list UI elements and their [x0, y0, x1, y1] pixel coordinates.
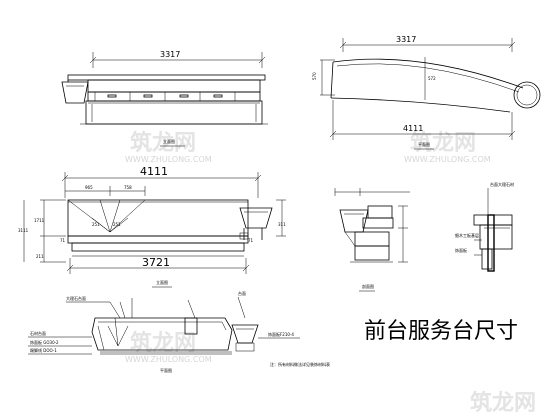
front-small-dimension: 211	[36, 254, 44, 259]
bottom-plan-caption: 平面图	[160, 367, 172, 373]
elevation-caption: 立面图	[163, 138, 175, 144]
detail-label: 台面大理石材	[490, 181, 514, 187]
front-elevation-caption: 立面图	[156, 279, 168, 285]
bottom-left-note: 踢脚线 DOO-1	[30, 347, 57, 353]
front-small-dimension: 251	[92, 222, 100, 227]
detail-label: 细木工板基层	[455, 232, 479, 238]
bottom-top-note: 台面	[238, 290, 246, 296]
watermark-url: WWW.ZHULONG.COM	[125, 355, 212, 364]
detail-view: 台面大理石材 细木工板基层 饰面板	[455, 181, 514, 272]
plan-outer-dimension: 3317	[396, 35, 416, 44]
watermark-text: 筑龙网	[410, 130, 476, 156]
section-caption: 剖面图	[362, 283, 374, 289]
front-height-dimension: 3111	[18, 228, 29, 233]
plan-inner-dimension: 4111	[403, 124, 423, 133]
front-small-dimension: 71	[248, 238, 254, 243]
curved-plan-view: 3317 570 572 4111 平面图	[312, 35, 541, 150]
watermark-url: WWW.ZHULONG.COM	[404, 155, 491, 164]
watermark-text: 筑龙网	[470, 390, 536, 416]
bottom-left-note: 石材台面	[30, 330, 46, 336]
bottom-right-note: 饰面板F210-4	[268, 331, 294, 337]
front-elevation-view: 4111 965 758 251 251 71 71 211 311	[18, 165, 286, 288]
section-view: 剖面图	[334, 188, 410, 292]
elevation-overall-dimension: 3317	[160, 50, 180, 59]
detail-label: 饰面板	[455, 247, 467, 253]
plan-caption: 平面图	[418, 141, 430, 147]
plan-depth-dimension: 572	[428, 76, 436, 81]
front-bottom-dimension: 3721	[142, 256, 170, 269]
watermark-text: 筑龙网	[130, 130, 196, 156]
bottom-left-note: 饰面板 GO30-2	[30, 339, 59, 345]
watermark-group: 筑龙网 WWW.ZHULONG.COM 筑龙网 WWW.ZHULONG.COM …	[125, 130, 536, 416]
watermark-url: WWW.ZHULONG.COM	[125, 155, 212, 164]
front-small-dimension: 251	[113, 222, 121, 227]
bottom-footer-note: 注：所有材料做法详见装饰材料表	[270, 361, 330, 367]
front-height-dimension: 1711	[34, 218, 45, 223]
front-segment-dimension: 758	[124, 185, 132, 190]
front-overall-dimension: 4111	[140, 165, 168, 178]
top-elevation-view: 3317 立面图	[61, 50, 268, 147]
drawing-title: 前台服务台尺寸	[364, 319, 518, 344]
bottom-plan-view: 石材台面 饰面板 GO30-2 踢脚线 DOO-1 大理石台面 台面 饰面板F2…	[28, 290, 330, 373]
front-small-dimension: 71	[60, 238, 66, 243]
plan-end-dimension: 570	[312, 72, 317, 80]
bottom-top-note: 大理石台面	[66, 295, 86, 301]
front-segment-dimension: 965	[85, 185, 93, 190]
